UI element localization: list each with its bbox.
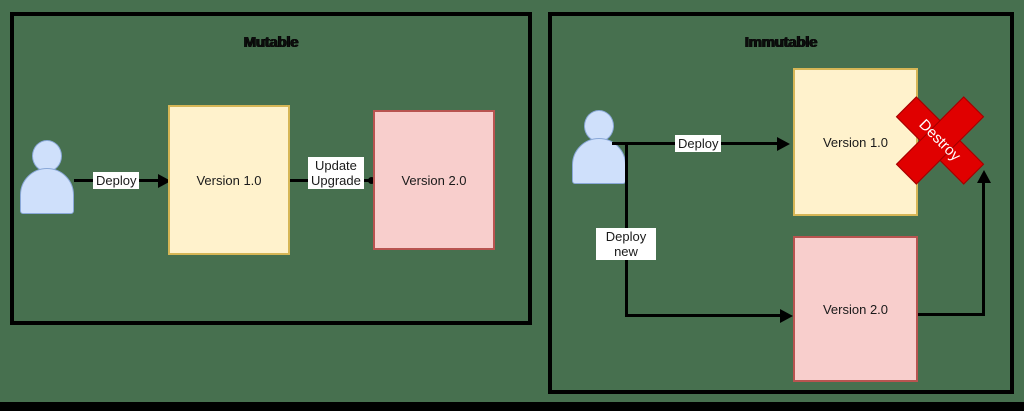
box-version-2-0-mutable[interactable]: Version 2.0	[373, 110, 495, 250]
edge-destroy-vline-immutable	[982, 182, 985, 315]
box-version-1-0-label-immutable: Version 1.0	[822, 134, 889, 150]
panel-immutable-title: Immutable	[744, 34, 818, 51]
edge-destroy-hline-immutable	[918, 313, 985, 316]
actor-user-mutable	[20, 140, 74, 214]
box-version-1-0-label-mutable: Version 1.0	[196, 172, 262, 188]
edge-update-upgrade-endpoint-mutable	[368, 177, 375, 184]
panel-mutable-title: Mutable	[243, 34, 299, 51]
box-version-2-0-immutable[interactable]: Version 2.0	[793, 236, 918, 382]
panel-mutable: Mutable	[10, 12, 532, 325]
panel-immutable: Immutable	[548, 12, 1014, 394]
edge-label-update-upgrade-mutable: Update Upgrade	[308, 157, 364, 189]
actor-body-icon	[20, 168, 74, 214]
edge-deploy-arrowhead-immutable	[777, 136, 790, 151]
edge-label-deploy-new-immutable: Deploy new	[596, 228, 656, 260]
bottom-strip	[0, 402, 1024, 411]
edge-label-deploy-mutable: Deploy	[93, 172, 140, 189]
edge-deploy-new-hline-immutable	[625, 314, 785, 317]
actor-user-immutable	[572, 110, 626, 184]
destroy-cross-icon[interactable]: Destroy	[892, 92, 988, 188]
actor-body-icon	[572, 138, 626, 184]
box-version-2-0-label-mutable: Version 2.0	[401, 172, 467, 188]
actor-head-icon	[32, 140, 62, 172]
edge-label-deploy-immutable: Deploy	[675, 135, 722, 152]
edge-deploy-new-arrowhead-immutable	[780, 308, 793, 323]
box-version-2-0-label-immutable: Version 2.0	[822, 301, 889, 317]
edge-destroy-arrowhead-immutable	[976, 170, 991, 183]
edge-deploy-arrowhead-mutable	[158, 173, 171, 188]
box-version-1-0-mutable[interactable]: Version 1.0	[168, 105, 290, 255]
